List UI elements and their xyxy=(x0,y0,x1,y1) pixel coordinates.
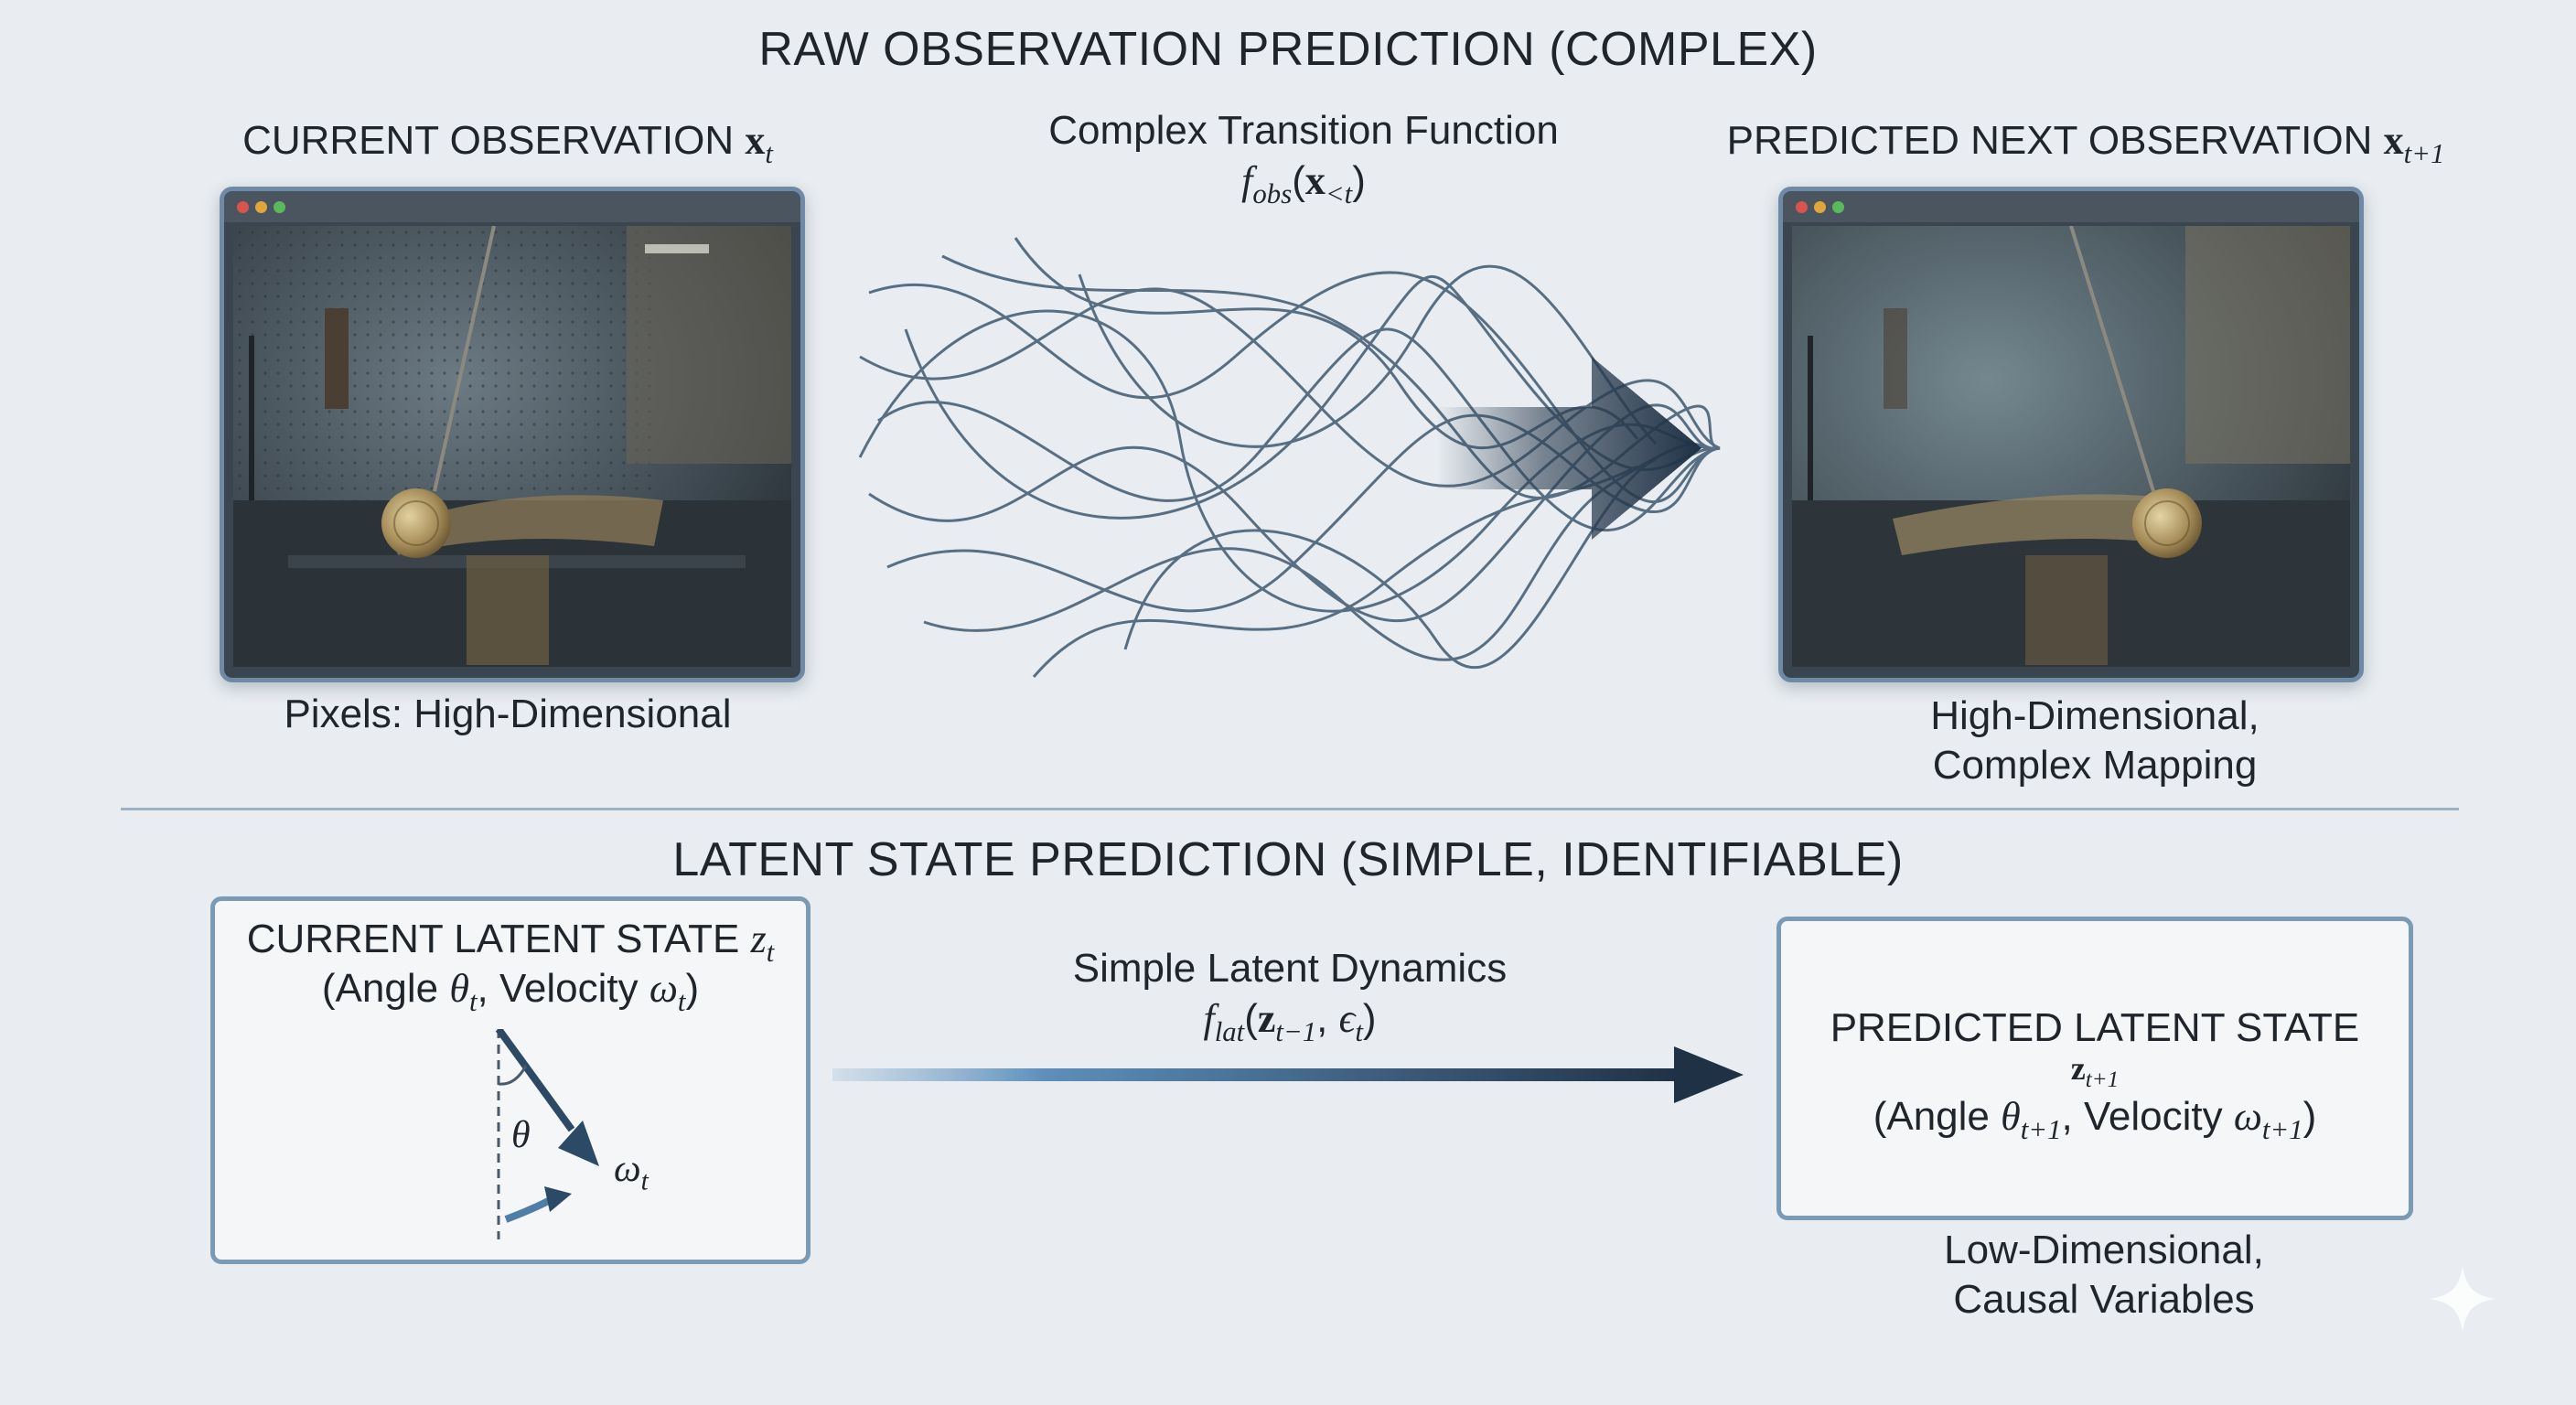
current-latent-state-detail: (Angle θt, Velocity ωt) xyxy=(215,965,806,1018)
detail-angle-text: (Angle xyxy=(321,966,450,1011)
predicted-latent-state-symbol: z xyxy=(2070,1050,2086,1087)
transition-function-label: Complex Transition Function xyxy=(1048,108,1559,153)
predicted-theta-sub: t+1 xyxy=(2020,1113,2062,1145)
predicted-observation-caption: High-Dimensional, Complex Mapping xyxy=(1738,692,2452,790)
window-minimize-dot xyxy=(255,201,267,213)
sparkle-icon xyxy=(2430,1266,2496,1332)
predicted-latent-caption-line2: Causal Variables xyxy=(1953,1277,2255,1322)
detail-close-paren: ) xyxy=(685,966,700,1011)
theta-sub: t xyxy=(468,985,478,1017)
dynamics-fn-symbol: f xyxy=(1203,996,1215,1041)
angle-label: θ xyxy=(511,1114,531,1156)
predicted-latent-caption: Low-Dimensional, Causal Variables xyxy=(1738,1226,2470,1325)
dynamics-arg1-symbol: z xyxy=(1257,996,1276,1041)
current-latent-state-box: CURRENT LATENT STATE zt (Angle θt, Veloc… xyxy=(210,896,810,1264)
predicted-omega-sub: t+1 xyxy=(2261,1113,2303,1145)
predicted-observation-window xyxy=(1778,187,2364,682)
omega-sub: t xyxy=(677,985,686,1017)
predicted-latent-state-box: PREDICTED LATENT STATE zt+1 (Angle θt+1,… xyxy=(1776,917,2413,1220)
window-close-dot xyxy=(1796,201,1808,213)
predicted-observation-label: PREDICTED NEXT OBSERVATION xt+1 xyxy=(1683,117,2488,170)
velocity-symbol: ω xyxy=(614,1148,641,1190)
predicted-observation-sub: t+1 xyxy=(2403,137,2445,169)
predicted-observation-text: PREDICTED NEXT OBSERVATION xyxy=(1726,118,2373,163)
predicted-latent-state-sub: t+1 xyxy=(2085,1067,2120,1093)
detail-velocity-text: , Velocity xyxy=(477,966,649,1011)
window-maximize-dot xyxy=(1832,201,1844,213)
current-observation-caption: Pixels: High-Dimensional xyxy=(284,692,732,736)
transition-function-formula: fobs(x<t) xyxy=(1241,158,1366,209)
dynamics-fn-sub: lat xyxy=(1214,1015,1245,1047)
pendulum-angle-diagram xyxy=(495,1029,599,1239)
predicted-latent-state-symbol-line: zt+1 xyxy=(1781,1049,2409,1093)
dynamics-arg2-symbol: ϵ xyxy=(1338,996,1356,1041)
current-latent-state-sub: t xyxy=(766,936,775,968)
window-titlebar xyxy=(1783,191,2359,222)
transition-arg-symbol: x xyxy=(1304,158,1326,203)
raw-observation-title: RAW OBSERVATION PREDICTION (COMPLEX) xyxy=(758,23,1818,76)
transition-fn-symbol: f xyxy=(1241,158,1253,203)
window-maximize-dot xyxy=(274,201,285,213)
current-latent-state-title: CURRENT LATENT STATE zt xyxy=(215,916,806,969)
section-divider xyxy=(121,808,2459,810)
predicted-theta-symbol: θ xyxy=(2001,1094,2021,1139)
theta-symbol: θ xyxy=(449,966,469,1011)
dynamics-arg1-sub: t−1 xyxy=(1275,1015,1317,1047)
velocity-sub: t xyxy=(640,1166,649,1196)
current-observation-symbol: x xyxy=(745,118,766,163)
transition-fn-sub: obs xyxy=(1252,177,1293,209)
current-observation-sub: t xyxy=(765,137,773,169)
predicted-observation-symbol: x xyxy=(2383,118,2404,163)
latent-dynamics-formula: flat(zt−1, ϵt) xyxy=(1203,996,1377,1047)
predicted-caption-line2: Complex Mapping xyxy=(1932,743,2258,788)
window-titlebar xyxy=(224,191,800,222)
pendulum-scene-predicted xyxy=(1792,226,2350,667)
window-minimize-dot xyxy=(1814,201,1826,213)
transition-arrow-head xyxy=(1436,357,1701,540)
pendulum-scene-current xyxy=(233,226,791,667)
window-close-dot xyxy=(237,201,249,213)
predicted-latent-state-detail: (Angle θt+1, Velocity ωt+1) xyxy=(1781,1093,2409,1146)
predicted-detail-angle-text: (Angle xyxy=(1873,1094,2002,1139)
predicted-omega-symbol: ω xyxy=(2233,1094,2262,1139)
transition-arg-sub: <t xyxy=(1325,177,1353,209)
current-observation-window xyxy=(220,187,805,682)
predicted-latent-state-title: PREDICTED LATENT STATE xyxy=(1830,1005,2360,1050)
complex-transition-graphic xyxy=(858,237,1721,678)
predicted-caption-line1: High-Dimensional, xyxy=(1930,693,2259,738)
velocity-label: ωt xyxy=(614,1146,649,1196)
current-observation-label: CURRENT OBSERVATION xt xyxy=(146,117,869,170)
predicted-detail-close-paren: ) xyxy=(2302,1094,2317,1139)
current-latent-state-symbol: z xyxy=(750,917,767,961)
latent-dynamics-arrow xyxy=(832,1046,1744,1103)
predicted-latent-caption-line1: Low-Dimensional, xyxy=(1944,1228,2264,1272)
tangled-curves xyxy=(858,237,1721,678)
current-observation-text: CURRENT OBSERVATION xyxy=(242,118,735,163)
predicted-detail-velocity-text: , Velocity xyxy=(2061,1094,2234,1139)
omega-symbol: ω xyxy=(649,966,678,1011)
latent-state-title: LATENT STATE PREDICTION (SIMPLE, IDENTIF… xyxy=(672,833,1904,886)
dynamics-arg2-sub: t xyxy=(1355,1015,1363,1047)
latent-dynamics-label: Simple Latent Dynamics xyxy=(1072,946,1508,991)
current-latent-state-text: CURRENT LATENT STATE xyxy=(246,917,740,961)
